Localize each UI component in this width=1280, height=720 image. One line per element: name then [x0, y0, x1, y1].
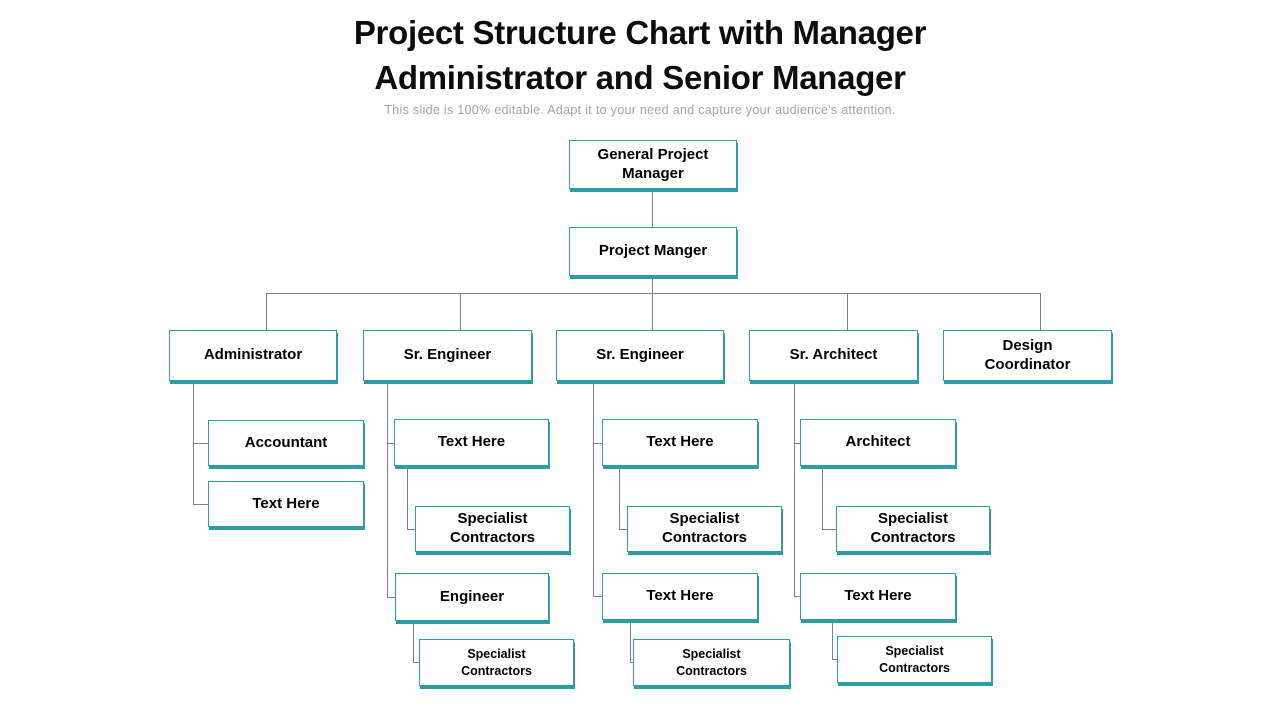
node-eng1-specialist-contractors-2: Specialist Contractors [419, 639, 574, 686]
connector-line [413, 662, 419, 663]
node-eng1-text-here: Text Here [394, 419, 549, 466]
node-sr-engineer-1: Sr. Engineer [363, 330, 532, 381]
connector-line [266, 293, 1041, 294]
node-arch-specialist-contractors-2: Specialist Contractors [837, 636, 992, 683]
connector-line [413, 621, 414, 662]
node-architect: Architect [800, 419, 956, 466]
connector-line [652, 276, 653, 293]
connector-line [387, 443, 394, 444]
connector-line [619, 466, 620, 529]
node-eng2-specialist-contractors-1: Specialist Contractors [627, 506, 782, 552]
node-eng2-specialist-contractors-2: Specialist Contractors [633, 639, 790, 686]
slide-subtitle: This slide is 100% editable. Adapt it to… [384, 103, 896, 117]
connector-line [407, 529, 415, 530]
connector-line [460, 293, 461, 330]
connector-line [407, 466, 408, 529]
connector-line [387, 597, 395, 598]
connector-line [193, 504, 208, 505]
connector-line [794, 596, 800, 597]
connector-line [387, 381, 388, 597]
node-design-coordinator: Design Coordinator [943, 330, 1112, 381]
connector-line [593, 443, 602, 444]
connector-line [630, 662, 633, 663]
node-administrator: Administrator [169, 330, 337, 381]
connector-line [652, 189, 653, 227]
connector-line [822, 529, 836, 530]
connector-line [832, 659, 837, 660]
node-admin-text-here: Text Here [208, 481, 364, 527]
connector-line [630, 620, 631, 662]
node-sr-architect: Sr. Architect [749, 330, 918, 381]
connector-line [832, 620, 833, 659]
connector-line [193, 381, 194, 504]
node-arch-specialist-contractors-1: Specialist Contractors [836, 506, 990, 552]
connector-line [266, 293, 267, 330]
connector-line [794, 443, 800, 444]
connector-line [593, 596, 602, 597]
connector-line [593, 381, 594, 596]
connector-line [822, 466, 823, 529]
node-sr-engineer-2: Sr. Engineer [556, 330, 724, 381]
connector-line [652, 293, 653, 330]
node-general-project-manager: General Project Manager [569, 140, 737, 189]
connector-line [193, 443, 208, 444]
node-eng2-text-here-1: Text Here [602, 419, 758, 466]
connector-line [847, 293, 848, 330]
node-arch-text-here: Text Here [800, 573, 956, 620]
node-eng1-specialist-contractors-1: Specialist Contractors [415, 506, 570, 552]
connector-line [794, 381, 795, 596]
slide-title-line2: Administrator and Senior Manager [374, 59, 906, 96]
connector-line [619, 529, 627, 530]
connector-line [1040, 293, 1041, 330]
node-project-manager: Project Manger [569, 227, 737, 276]
slide-title-line1: Project Structure Chart with Manager [353, 14, 927, 51]
node-eng2-text-here-2: Text Here [602, 573, 758, 620]
node-engineer: Engineer [395, 573, 549, 621]
node-accountant: Accountant [208, 420, 364, 466]
